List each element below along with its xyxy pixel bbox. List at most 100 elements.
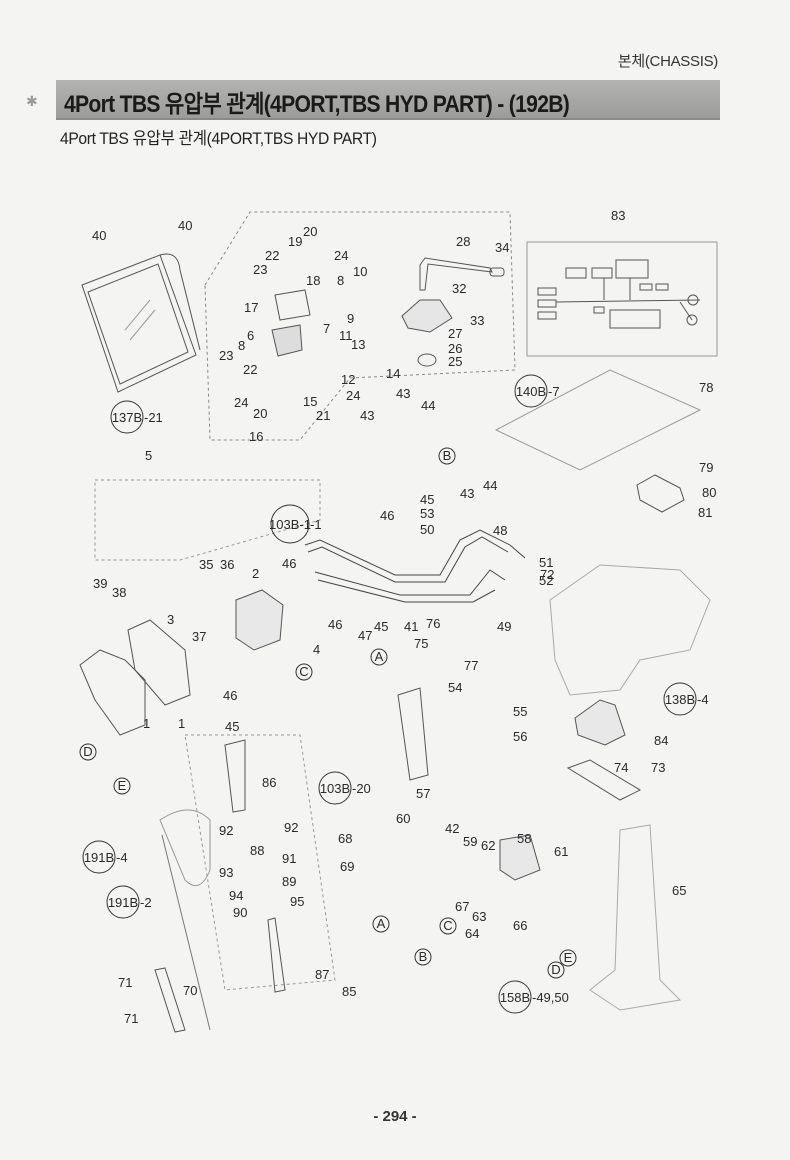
part-number-label: 45: [225, 719, 239, 734]
reference-callout: 137B-21: [110, 400, 163, 434]
callout-suffix: -1: [310, 517, 322, 532]
connection-marker: B: [414, 948, 432, 966]
group-boundary: [94, 479, 321, 561]
part-number-label: 80: [702, 485, 716, 500]
connection-marker: C: [439, 917, 457, 935]
part-number-label: 65: [672, 883, 686, 898]
reference-callout: 158B-49,50: [498, 980, 569, 1014]
part-number-label: 64: [465, 926, 479, 941]
part-number-label: 10: [353, 264, 367, 279]
rod: [161, 834, 211, 1031]
title-bar: 4Port TBS 유압부 관계(4PORT,TBS HYD PART) - (…: [56, 80, 720, 120]
part-number-label: 44: [483, 478, 497, 493]
part-number-label: 74: [614, 760, 628, 775]
part-number-label: 92: [284, 820, 298, 835]
callout-circle: [106, 885, 140, 919]
part-number-label: 47: [358, 628, 372, 643]
part-number-label: 71: [118, 975, 132, 990]
bracket: [79, 649, 146, 736]
part-number-label: 55: [513, 704, 527, 719]
part-number-label: 60: [396, 811, 410, 826]
part-number-label: 18: [306, 273, 320, 288]
control-lever: [401, 257, 505, 367]
part-number-label: 58: [517, 831, 531, 846]
callout-ref: 191B: [84, 850, 114, 865]
part-number-label: 9: [347, 311, 354, 326]
part-number-label: 19: [288, 234, 302, 249]
connection-marker: A: [372, 915, 390, 933]
connection-marker: A: [370, 648, 388, 666]
part-number-label: 70: [183, 983, 197, 998]
part-number-label: 85: [342, 984, 356, 999]
part-number-label: 20: [253, 406, 267, 421]
part-number-label: 45: [420, 492, 434, 507]
reference-callout: 138B-4: [663, 682, 709, 716]
part-number-label: 49: [497, 619, 511, 634]
part-number-label: 25: [448, 354, 462, 369]
part-number-label: 35: [199, 557, 213, 572]
part-number-label: 56: [513, 729, 527, 744]
part-number-label: 61: [554, 844, 568, 859]
part-number-label: 53: [420, 506, 434, 521]
reference-callout: 103B-20: [318, 771, 371, 805]
hydraulic-pipes: [304, 529, 526, 603]
part-number-label: 23: [219, 348, 233, 363]
bracket: [127, 619, 191, 706]
part-number-label: 78: [699, 380, 713, 395]
part-number-label: 88: [250, 843, 264, 858]
reference-callout: 191B-2: [106, 885, 152, 919]
part-number-label: 92: [219, 823, 233, 838]
marker-circle: [438, 447, 456, 465]
part-number-label: 40: [92, 228, 106, 243]
part-number-label: 68: [338, 831, 352, 846]
part-number-label: 42: [445, 821, 459, 836]
connection-marker: D: [547, 961, 565, 979]
marker-letter: E: [564, 950, 573, 965]
callout-ref: 158B: [500, 990, 530, 1005]
marker-circle: [79, 743, 97, 761]
marker-circle: [414, 948, 432, 966]
part-number-label: 33: [470, 313, 484, 328]
part-number-label: 22: [243, 362, 257, 377]
page-subtitle: 4Port TBS 유압부 관계(4PORT,TBS HYD PART): [60, 129, 377, 148]
part-number-label: 3: [167, 612, 174, 627]
marker-letter: B: [419, 949, 428, 964]
marker-circle: [295, 663, 313, 681]
marker-letter: E: [118, 778, 127, 793]
part-number-label: 93: [219, 865, 233, 880]
part-number-label: 40: [178, 218, 192, 233]
part-number-label: 69: [340, 859, 354, 874]
part-number-label: 59: [463, 834, 477, 849]
part-number-label: 51: [539, 555, 553, 570]
part-number-label: 84: [654, 733, 668, 748]
connection-marker: B: [438, 447, 456, 465]
part-number-label: 54: [448, 680, 462, 695]
part-number-label: 83: [611, 208, 625, 223]
pedal-stand: [589, 824, 682, 1011]
part-number-label: 15: [303, 394, 317, 409]
part-number-label: 63: [472, 909, 486, 924]
connection-marker: C: [295, 663, 313, 681]
part-number-label: 45: [374, 619, 388, 634]
part-number-label: 11: [339, 328, 353, 343]
mounting-plate: [397, 687, 429, 781]
valve-block: [235, 589, 284, 651]
reference-callout: 191B-4: [82, 840, 128, 874]
part-number-label: 38: [112, 585, 126, 600]
marker-letter: C: [443, 918, 452, 933]
part-number-label: 89: [282, 874, 296, 889]
part-number-label: 14: [386, 366, 400, 381]
cover: [636, 474, 685, 513]
part-number-label: 79: [699, 460, 713, 475]
part-number-label: 71: [124, 1011, 138, 1026]
part-number-label: 43: [460, 486, 474, 501]
callout-ref: 191B: [108, 895, 138, 910]
part-number-label: 24: [346, 388, 360, 403]
control-valve: [499, 834, 541, 881]
callout-suffix: -4: [116, 850, 128, 865]
part-number-label: 62: [481, 838, 495, 853]
pedal-plate: [566, 759, 642, 801]
callout-suffix: -2: [140, 895, 152, 910]
marker-circle: [113, 777, 131, 795]
callout-ref: 137B: [112, 410, 142, 425]
